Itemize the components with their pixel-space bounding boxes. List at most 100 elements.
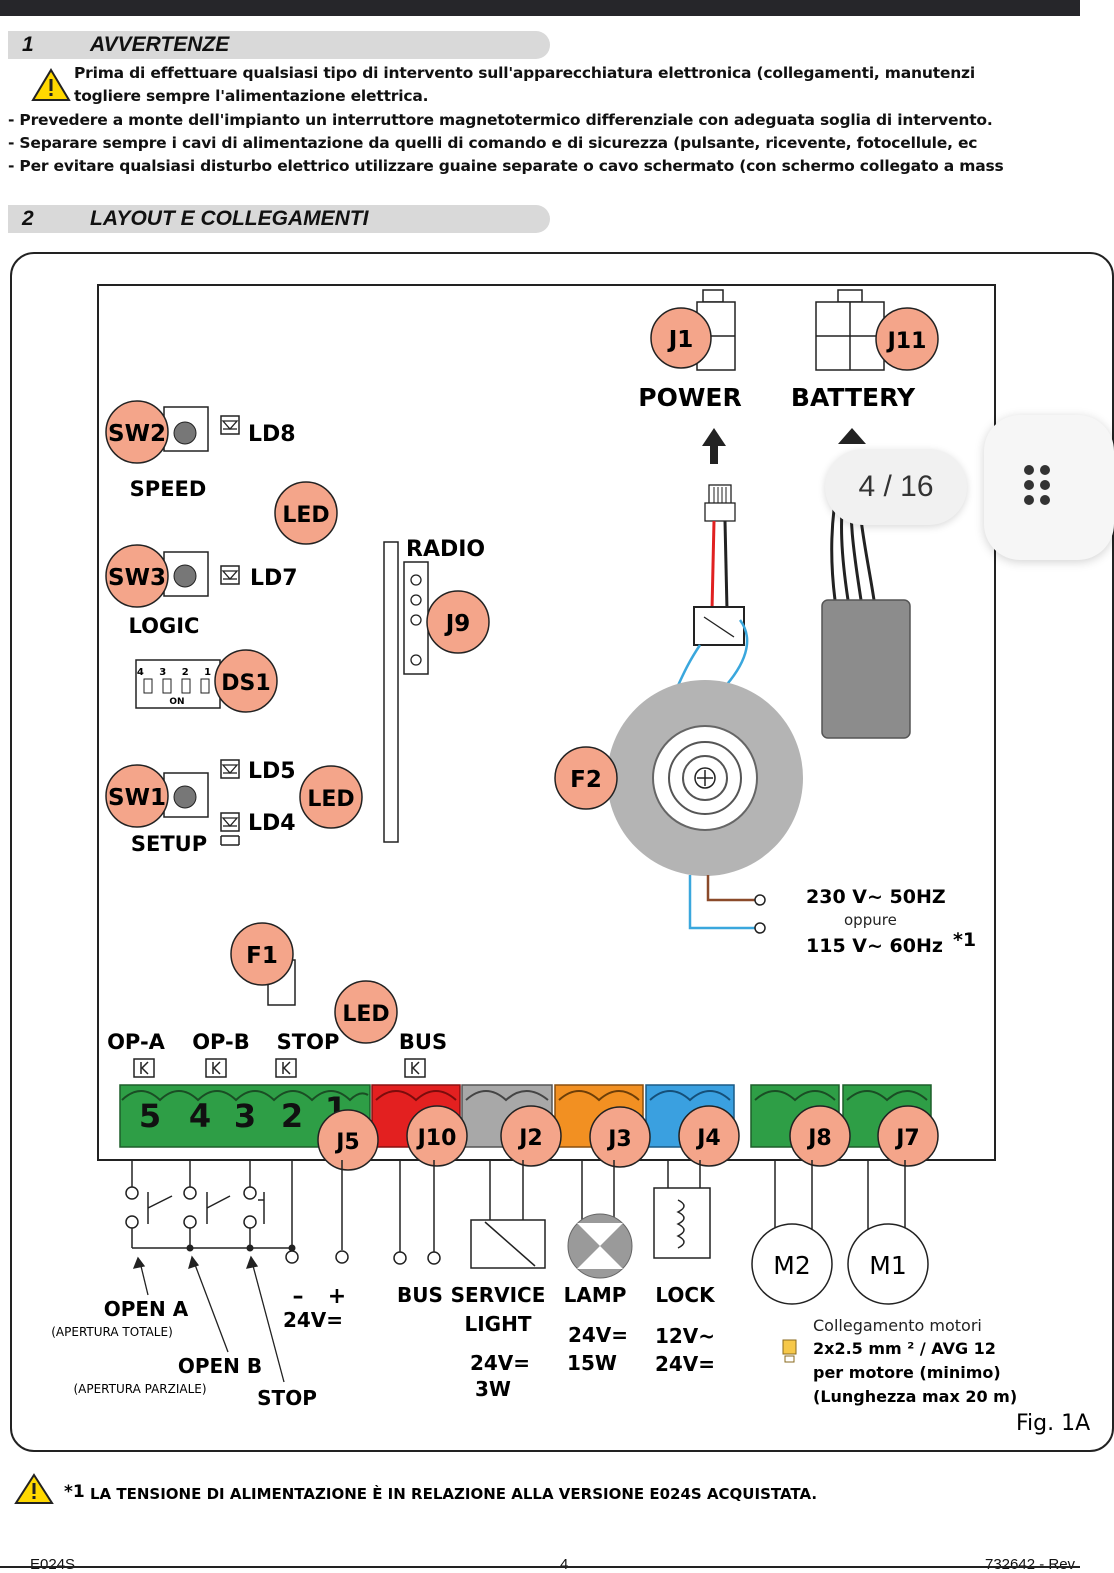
led-icon xyxy=(220,415,240,435)
arrow-up-icon xyxy=(838,428,866,444)
f1-badge xyxy=(230,922,294,986)
mains-115: 115 V~ 60Hz xyxy=(806,935,943,957)
led-label: LED xyxy=(342,1002,389,1027)
sw2-badge xyxy=(105,400,169,464)
bus-wiring xyxy=(393,1160,441,1265)
led-label: LED xyxy=(307,787,354,812)
service-label: SERVICE xyxy=(451,1283,546,1307)
j7-badge xyxy=(877,1105,939,1167)
terminal-icon xyxy=(754,922,766,934)
minus-label: – xyxy=(293,1284,304,1309)
open-b-sub: (APERTURA PARZIALE) xyxy=(73,1382,206,1396)
diode-icon xyxy=(205,1058,227,1078)
top-bar xyxy=(0,0,1080,16)
j8-badge xyxy=(789,1105,851,1167)
lock-icon xyxy=(653,1160,711,1259)
j1-label: J1 xyxy=(667,327,694,353)
footnote-mark: *1 xyxy=(64,1482,85,1502)
open-a-label: OPEN A xyxy=(104,1297,189,1321)
button-icon xyxy=(173,564,197,588)
page-indicator[interactable]: 4 / 16 xyxy=(825,449,967,525)
j5-label: J5 xyxy=(334,1130,360,1155)
power-label: POWER xyxy=(638,383,741,412)
motor-m1-icon xyxy=(847,1223,929,1305)
light-label: LIGHT xyxy=(465,1312,532,1336)
led-icon xyxy=(220,759,240,779)
wiring-diagram: J1 J11 POWER BATTERY F2 230 V~ 50HZ oppu… xyxy=(14,284,1090,1504)
menu-button[interactable] xyxy=(984,415,1114,560)
opb-label: OP-B xyxy=(192,1030,250,1054)
led-icon xyxy=(220,812,240,832)
plus-label: + xyxy=(328,1284,346,1309)
open-a-sub: (APERTURA TOTALE) xyxy=(51,1325,173,1339)
sw2-label: SW2 xyxy=(108,421,166,447)
warning-line: - Per evitare qualsiasi disturbo elettri… xyxy=(8,157,1004,175)
diode-icon xyxy=(275,1058,297,1078)
section-number: 1 xyxy=(22,33,34,56)
diode-icon xyxy=(404,1058,426,1078)
bus-led-label: BUS xyxy=(399,1030,447,1054)
terminal-3: 3 xyxy=(234,1097,256,1135)
f2-label: F2 xyxy=(570,767,602,793)
lock-volt-2: 24V= xyxy=(655,1352,715,1376)
terminal-4: 4 xyxy=(189,1097,211,1135)
button-icon xyxy=(173,785,197,809)
terminal-5: 5 xyxy=(139,1097,161,1135)
j8-label: J8 xyxy=(806,1126,832,1151)
service-volt: 24V= xyxy=(470,1351,530,1375)
open-b-label: OPEN B xyxy=(178,1354,262,1378)
warning-line: - Separare sempre i cavi di alimentazion… xyxy=(8,134,978,152)
callout-lines xyxy=(132,1255,285,1383)
j11-badge xyxy=(875,307,939,371)
lock-label: LOCK xyxy=(655,1283,716,1307)
figure-label: Fig. 1A xyxy=(1016,1411,1090,1436)
footer-page: 4 xyxy=(560,1556,569,1573)
ld8-label: LD8 xyxy=(248,422,296,447)
ds1-badge xyxy=(214,649,278,713)
led-badge xyxy=(274,481,338,545)
grid-dots-icon xyxy=(1024,465,1050,505)
terminal-2: 2 xyxy=(281,1097,303,1135)
j11-connector xyxy=(815,289,885,371)
j2-label: J2 xyxy=(517,1126,543,1151)
mains-or: oppure xyxy=(844,911,897,929)
section-title: AVVERTENZE xyxy=(90,33,230,56)
lamp-watt: 15W xyxy=(567,1351,617,1375)
radio-slot xyxy=(383,541,399,843)
j10-badge xyxy=(406,1105,468,1167)
lamp-label: LAMP xyxy=(564,1283,627,1307)
j10-label: J10 xyxy=(416,1126,457,1151)
service-light-icon xyxy=(470,1160,546,1269)
j5-badge xyxy=(317,1109,379,1171)
sw3-label: SW3 xyxy=(108,565,166,591)
footer-model: E024S xyxy=(30,1556,76,1573)
mains-note: *1 xyxy=(953,929,976,951)
j4-badge xyxy=(678,1105,740,1167)
footnote-text: LA TENSIONE DI ALIMENTAZIONE È IN RELAZI… xyxy=(90,1484,817,1503)
warning-icon xyxy=(14,1473,54,1504)
setup-label: SETUP xyxy=(131,832,207,856)
terminal-icon xyxy=(754,894,766,906)
ld7-label: LD7 xyxy=(250,566,298,591)
led-icon xyxy=(220,565,240,585)
speed-label: SPEED xyxy=(130,477,207,501)
j9-badge xyxy=(426,590,490,654)
j9-label: J9 xyxy=(444,611,471,637)
warning-line: - Prevedere a monte dell'impianto un int… xyxy=(8,111,993,129)
dip-on: ON xyxy=(169,697,184,707)
motor-line-1: 2x2.5 mm ² / AVG 12 xyxy=(813,1339,996,1358)
input-wiring xyxy=(125,1160,349,1264)
lock-volt-1: 12V~ xyxy=(655,1324,715,1348)
j3-label: J3 xyxy=(606,1127,632,1152)
ld4-label: LD4 xyxy=(248,811,296,836)
j1-badge xyxy=(650,307,712,369)
led-badge xyxy=(334,980,398,1044)
ds1-label: DS1 xyxy=(221,671,270,696)
radio-label: RADIO xyxy=(406,537,485,562)
v24-label: 24V= xyxy=(283,1308,343,1332)
stop-led-label: STOP xyxy=(277,1030,340,1054)
section-title: LAYOUT E COLLEGAMENTI xyxy=(90,207,369,230)
bridge-rectifier-icon xyxy=(674,606,749,691)
warning-line: Prima di effettuare qualsiasi tipo di in… xyxy=(74,64,975,82)
lamp-volt: 24V= xyxy=(568,1323,628,1347)
